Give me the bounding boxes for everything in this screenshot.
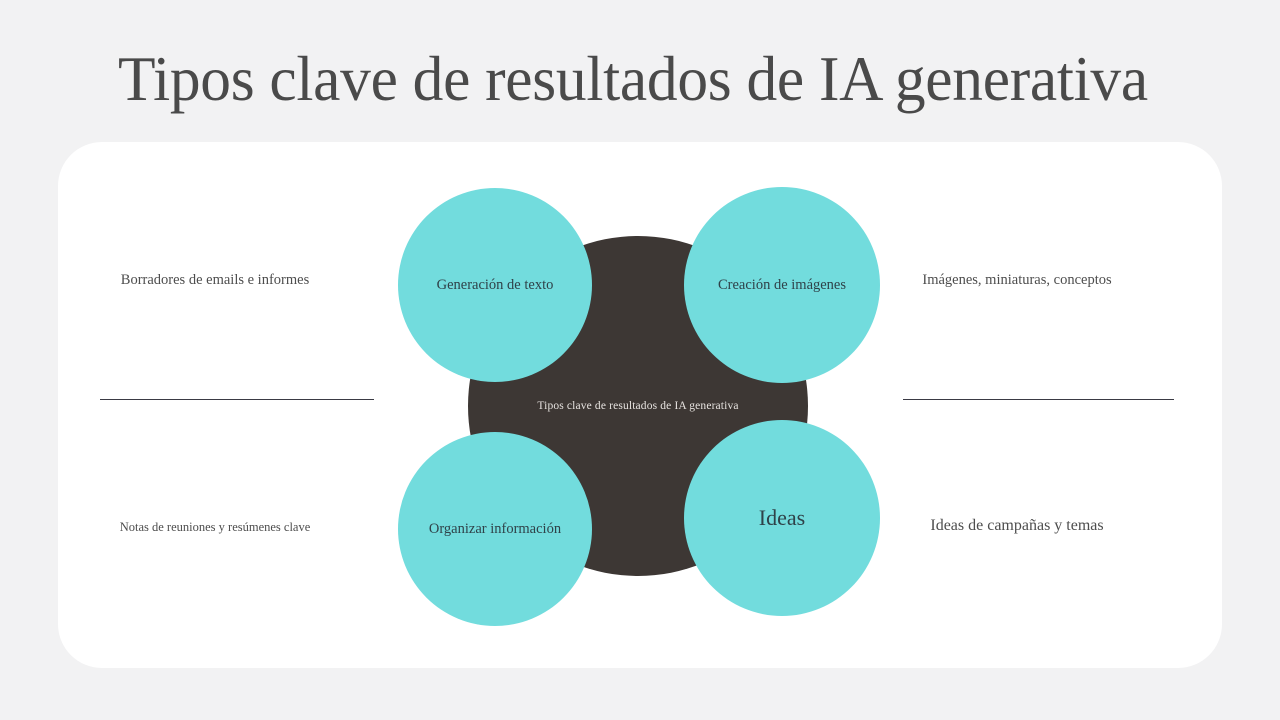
divider-right [903, 399, 1174, 400]
caption-top-left: Borradores de emails e informes [120, 272, 310, 288]
diagram-node-label: Generación de texto [436, 276, 554, 293]
content-card: Tipos clave de resultados de IA generati… [58, 142, 1222, 668]
divider-left [100, 399, 374, 400]
diagram-node-label: Organizar información [428, 520, 562, 537]
diagram-node-label: Creación de imágenes [717, 276, 847, 293]
diagram-node-label: Ideas [758, 505, 806, 530]
cycle-diagram: Tipos clave de resultados de IA generati… [58, 142, 1222, 668]
diagram-node-generacion-de-texto[interactable]: Generación de texto [398, 188, 592, 382]
diagram-hub-label: Tipos clave de resultados de IA generati… [537, 400, 739, 412]
diagram-node-creacion-de-imagenes[interactable]: Creación de imágenes [684, 187, 880, 383]
caption-bottom-left: Notas de reuniones y resúmenes clave [119, 520, 311, 534]
page-title: Tipos clave de resultados de IA generati… [118, 43, 1148, 114]
diagram-node-ideas[interactable]: Ideas [684, 420, 880, 616]
caption-bottom-right: Ideas de campañas y temas [930, 517, 1104, 534]
diagram-node-organizar-informacion[interactable]: Organizar información [398, 432, 592, 626]
caption-top-right: Imágenes, miniaturas, conceptos [922, 272, 1112, 288]
